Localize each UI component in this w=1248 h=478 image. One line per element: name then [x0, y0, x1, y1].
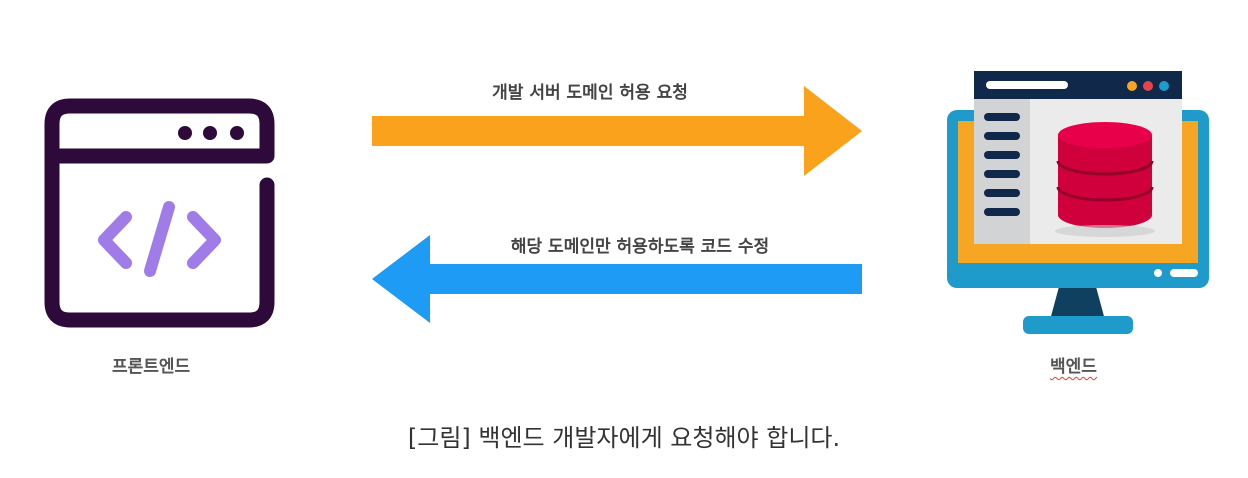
backend-label: 백엔드: [1050, 352, 1097, 377]
monitor-stand-base: [1023, 316, 1133, 334]
window-dot-blue: [1159, 81, 1169, 91]
figure-caption: [그림] 백엔드 개발자에게 요청해야 합니다.: [407, 424, 841, 452]
window-dot-orange: [1127, 81, 1137, 91]
frontend-label: 프론트엔드: [112, 357, 191, 377]
monitor-stand-neck: [1050, 283, 1105, 320]
database-icon: [1055, 122, 1155, 237]
window-dot-red: [1143, 81, 1153, 91]
backend-label-text: 백엔드: [1050, 357, 1097, 377]
monitor-indicator-dot: [1154, 269, 1162, 277]
browser-dot-1: [178, 126, 192, 140]
code-slash: [144, 201, 175, 277]
response-arrow-label: 해당 도메인만 허용하도록 코드 수정: [510, 237, 770, 257]
browser-dot-2: [203, 126, 217, 140]
monitor-indicator-bar: [1170, 269, 1198, 277]
browser-dot-3: [230, 126, 244, 140]
request-arrow-label: 개발 서버 도메인 허용 요청: [492, 83, 688, 103]
frontend-browser-code-icon: [44, 98, 275, 328]
request-arrow: [372, 86, 862, 176]
code-bracket-left: [98, 211, 132, 269]
code-bracket-right: [187, 211, 221, 269]
backend-database-server-icon: [947, 71, 1209, 334]
response-arrow: [372, 235, 862, 323]
window-address-bar: [986, 81, 1068, 89]
browser-frame: [44, 98, 275, 328]
sidebar-lines: [984, 113, 1020, 216]
